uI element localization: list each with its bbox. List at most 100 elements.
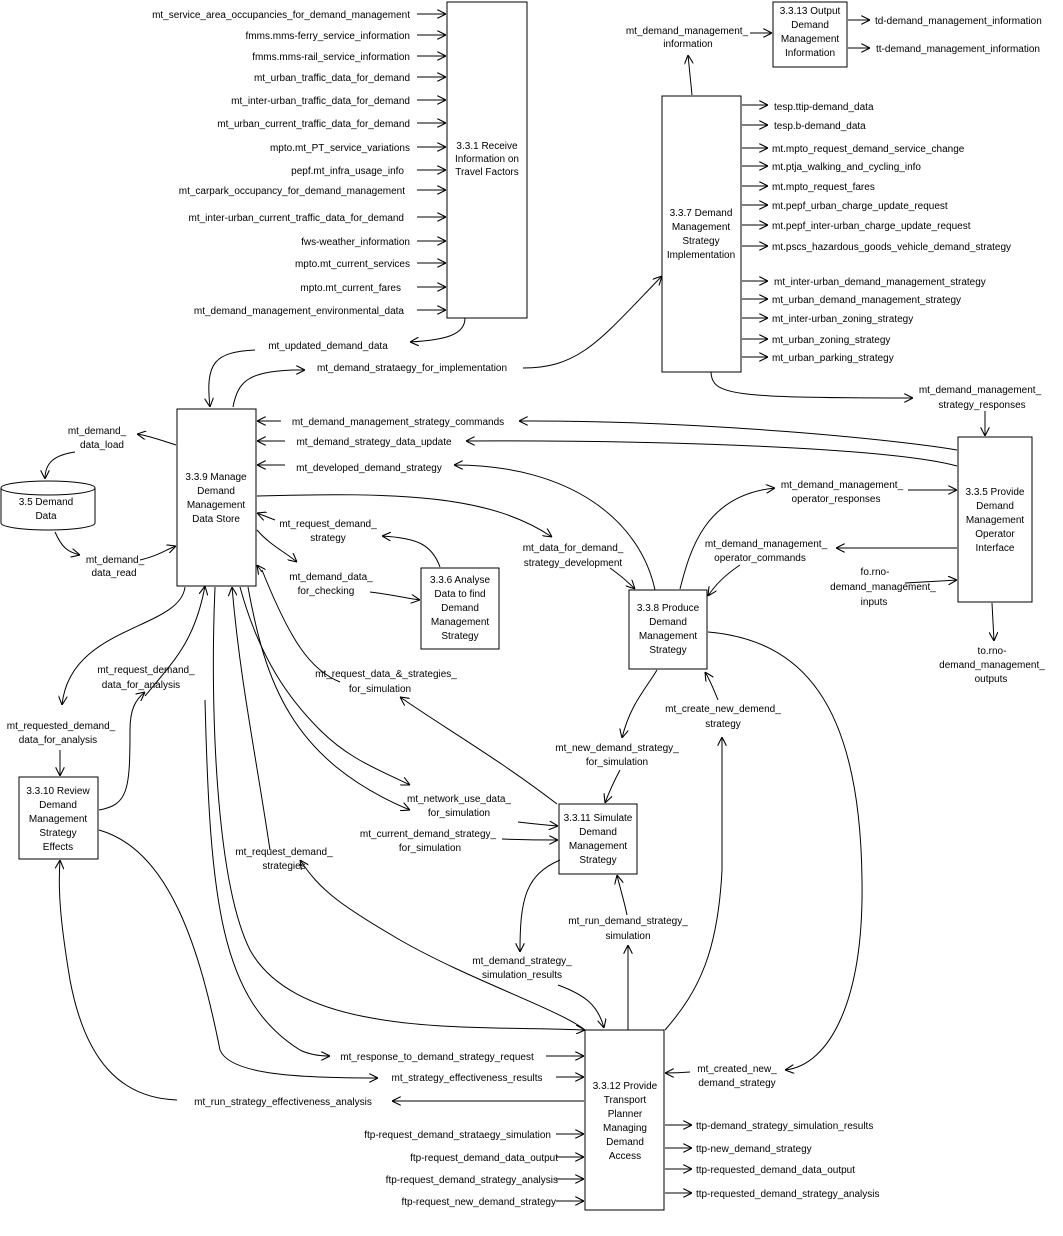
flow-label: mt.pepf_urban_charge_update_request [772, 201, 948, 212]
process-label-line: 3.3.10 Review [26, 786, 90, 797]
flow-label: fmms.mms-rail_service_information [252, 52, 410, 63]
process-3-3-1: 3.3.1 Receive Information on Travel Fact… [446, 1, 528, 319]
process-label-line: Strategy [649, 645, 686, 656]
flow-label: mt.pepf_inter-urban_charge_update_reques… [772, 221, 971, 232]
flow-label: mt_demand_management_ [781, 480, 904, 491]
flow-label: mt_updated_demand_data [268, 341, 388, 352]
flow-label: for_simulation [428, 808, 490, 819]
flow-label: strategy_development [524, 558, 623, 569]
process-label-line: Management [639, 631, 698, 642]
flow-label: outputs [975, 674, 1008, 685]
process-label-line: Transport [604, 1095, 647, 1106]
flow-label: demand_management_ [939, 660, 1045, 671]
process-label-line: Travel Factors [455, 167, 519, 178]
process-label-line: Demand [579, 827, 617, 838]
process-label-line: Strategy [682, 236, 719, 247]
flow-label: mt_inter-urban_traffic_data_for_demand [231, 96, 410, 107]
flow-label: mt.mpto_request_demand_service_change [772, 144, 965, 155]
process-label-line: Data Store [192, 514, 240, 525]
flow-label: ftp-request_demand_strataegy_simulation [364, 1130, 551, 1141]
flows-3-3-5-3-3-8: mt_demand_management_ operator_responses… [665, 480, 1045, 1089]
process-label-line: Demand [976, 501, 1014, 512]
flow-label: mt_run_strategy_effectiveness_analysis [194, 1097, 372, 1108]
flow-label: ftp-request_demand_strategy_analysis [386, 1175, 558, 1186]
flow-label: mt_urban_traffic_data_for_demand [254, 73, 410, 84]
flow-label: mt_urban_demand_management_strategy [772, 295, 961, 306]
process-label-line: Management [672, 222, 731, 233]
flow-label: ttp-requested_demand_data_output [696, 1165, 855, 1176]
flow-label: mt_request_demand_ [97, 665, 195, 676]
process-3-3-7: 3.3.7 Demand Management Strategy Impleme… [661, 95, 742, 373]
flow-label: strategy [705, 719, 741, 730]
flows-3-3-11: mt_request_data_&_strategies_ for_simula… [232, 565, 781, 1031]
process-label-line: Demand [791, 20, 829, 31]
flow-label: mt_demand_management_strategy_commands [292, 417, 504, 428]
flow-label: to.rno- [978, 646, 1007, 657]
flow-label: mt_network_use_data_ [407, 794, 511, 805]
flow-label: mt_created_new_ [697, 1064, 777, 1075]
process-label-line: Data to find [434, 589, 485, 600]
process-label-line: Management [966, 515, 1025, 526]
flow-label: mt_run_demand_strategy_ [568, 916, 688, 927]
process-3-3-12: 3.3.12 Provide Transport Planner Managin… [584, 1029, 665, 1211]
process-3-3-5: 3.3.5 Provide Demand Management Operator… [957, 436, 1033, 603]
flow-label: mt_new_demand_strategy_ [555, 743, 679, 754]
flow-label: fo.rno- [861, 567, 890, 578]
flow-label: mt_response_to_demand_strategy_request [340, 1052, 534, 1063]
process-label-line: Management [29, 814, 88, 825]
process-label-line: Strategy [39, 828, 76, 839]
flow-label: ttp-new_demand_strategy [696, 1144, 812, 1155]
flow-label: td-demand_management_information [875, 16, 1042, 27]
process-label-line: Planner [608, 1109, 643, 1120]
process-label-line: 3.3.9 Manage [185, 472, 247, 483]
flow-label: data_for_analysis [102, 680, 180, 691]
process-label-line: Implementation [667, 250, 735, 261]
flow-label: mt_urban_current_traffic_data_for_demand [217, 119, 410, 130]
flow-label: simulation_results [482, 970, 562, 981]
flow-label: operator_responses [792, 494, 881, 505]
flow-label: strategy_responses [938, 400, 1025, 411]
process-label-line: Demand [39, 800, 77, 811]
flow-label: mt_service_area_occupancies_for_demand_m… [152, 10, 410, 21]
flow-label: inputs [861, 597, 888, 608]
process-3-3-13: 3.3.13 Output Demand Management Informat… [772, 1, 848, 68]
flow-label: strategies [262, 861, 305, 872]
flow-label: mt_demand_ [86, 555, 145, 566]
outputs-from-3-3-7: tesp.ttip-demand_data tesp.b-demand_data… [742, 102, 1011, 364]
process-label-line: 3.3.5 Provide [966, 487, 1025, 498]
process-label-line: Operator [975, 529, 1015, 540]
flow-label: mt_demand_strataegy_for_implementation [317, 363, 507, 374]
flow-label: mt_create_new_demend_ [665, 704, 781, 715]
flow-label: mt_strategy_effectiveness_results [391, 1073, 542, 1084]
flow-label: mt_demand_management_ [919, 385, 1042, 396]
process-label-line: Managing [603, 1123, 647, 1134]
process-3-3-10: 3.3.10 Review Demand Management Strategy… [18, 776, 99, 860]
flow-label: mt.mpto_request_fares [772, 182, 875, 193]
flow-label: ttp-demand_strategy_simulation_results [696, 1121, 873, 1132]
flow-label: mt_inter-urban_zoning_strategy [772, 314, 913, 325]
process-label-line: 3.3.13 Output [780, 6, 841, 17]
flow-label: ftp-request_new_demand_strategy [401, 1197, 556, 1208]
process-label-line: Information [785, 48, 835, 59]
flow-label: ttp-requested_demand_strategy_analysis [696, 1189, 879, 1200]
flow-label: mt_request_data_&_strategies_ [315, 669, 457, 680]
flow-label: mt.pscs_hazardous_goods_vehicle_demand_s… [772, 242, 1011, 253]
flow-label: data_for_analysis [19, 735, 97, 746]
process-3-3-8: 3.3.8 Produce Demand Management Strategy [628, 589, 708, 670]
flow-label: mt_developed_demand_strategy [296, 463, 442, 474]
flow-label: for_simulation [399, 843, 461, 854]
data-store-3-5: 3.5 Demand Data [0, 480, 96, 531]
flow-label: mt_request_demand_ [235, 847, 333, 858]
flow-label: mt_demand_strategy_ [472, 956, 572, 967]
process-3-3-6: 3.3.6 Analyse Data to find Demand Manage… [420, 567, 500, 650]
flow-label: mt_urban_parking_strategy [772, 353, 894, 364]
flow-label: information [663, 39, 712, 50]
process-label-line: Effects [43, 842, 73, 853]
process-label-line: 3.3.11 Simulate [564, 813, 633, 824]
flow-label: mt_data_for_demand_ [523, 543, 624, 554]
flow-label: mt_inter-urban_demand_management_strateg… [774, 277, 986, 288]
flow-label: for_simulation [349, 684, 411, 695]
flow-label: strategy [310, 533, 346, 544]
